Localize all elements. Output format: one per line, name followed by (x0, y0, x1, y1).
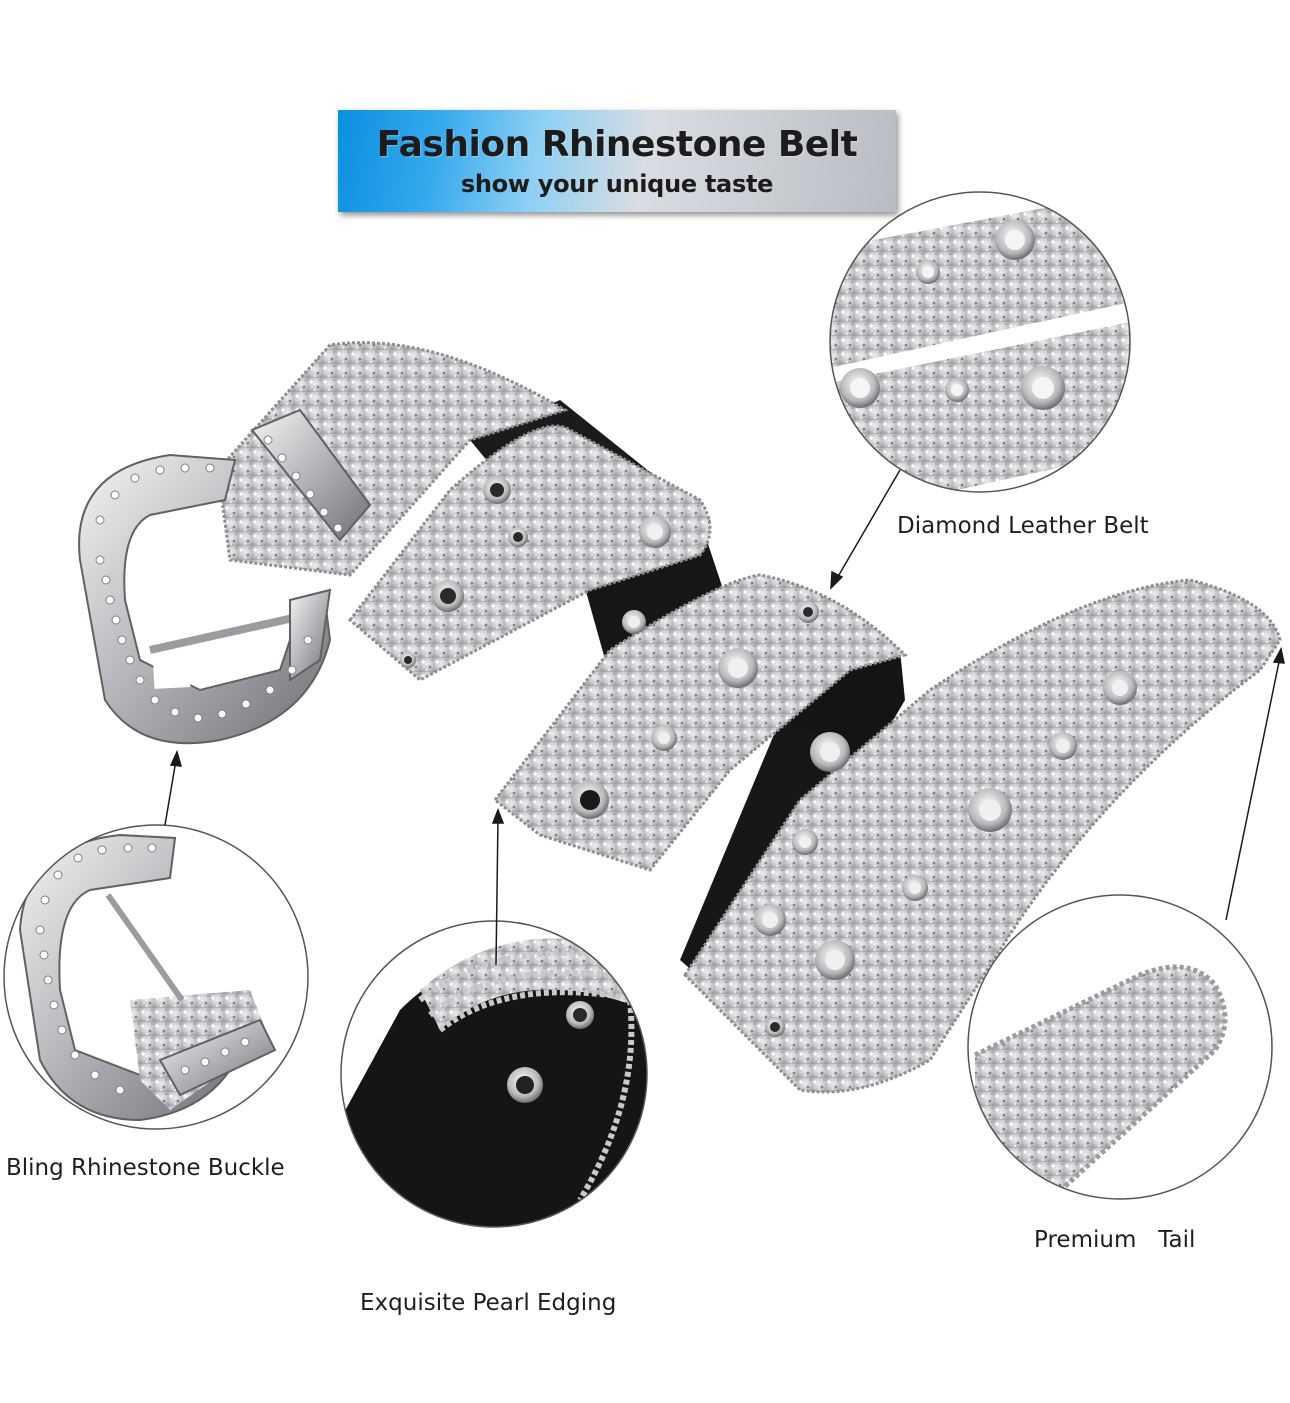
belt-grommets (400, 476, 1137, 1037)
belt-buckle (78, 408, 372, 745)
belt-segment-1 (216, 341, 569, 577)
arrow-tail (1225, 656, 1281, 921)
arrow-pearl-edging (495, 817, 499, 966)
label-premium-tail: Premium Tail (1034, 1227, 1196, 1253)
callout-circle-pearl-edging (340, 920, 648, 1228)
banner-title: Fashion Rhinestone Belt (376, 124, 858, 165)
callout-circle-tail (967, 894, 1273, 1200)
banner-subtitle: show your unique taste (460, 170, 774, 198)
arrow-diamond-belt (835, 469, 901, 581)
arrow-buckle (164, 759, 177, 826)
callout-circle-diamond-belt (829, 191, 1131, 493)
title-banner: Fashion Rhinestone Belt show your unique… (338, 110, 896, 212)
callout-circle-buckle (3, 824, 309, 1130)
label-exquisite-pearl-edging: Exquisite Pearl Edging (360, 1290, 617, 1316)
belt-main (78, 341, 1282, 1094)
label-bling-rhinestone-buckle: Bling Rhinestone Buckle (6, 1155, 285, 1181)
callout-arrows (164, 469, 1285, 966)
label-diamond-leather-belt: Diamond Leather Belt (897, 513, 1149, 539)
belt-segment-2 (347, 424, 712, 682)
